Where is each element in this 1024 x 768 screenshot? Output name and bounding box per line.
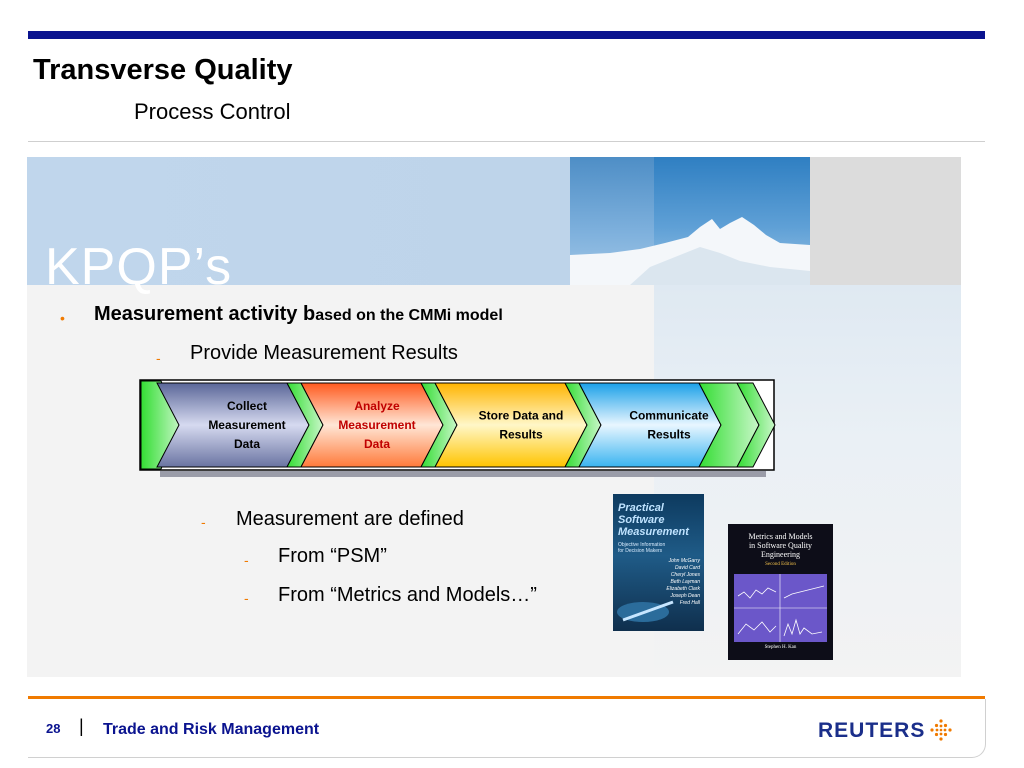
banner-background (27, 157, 570, 285)
banner-heading: KPQP’s (45, 238, 233, 296)
dash-marker: - (201, 514, 206, 530)
footer-box (28, 699, 986, 758)
dash-marker: - (244, 590, 249, 606)
book-metrics-author: Stephen H. Kan (764, 645, 797, 650)
iceberg-image (570, 217, 810, 285)
step-store (434, 382, 588, 468)
top-accent-bar (28, 31, 985, 39)
book-metrics-edition: Second Edition (765, 562, 796, 567)
process-step-label: Analyze (354, 399, 400, 413)
page-number: 28 (46, 721, 61, 736)
process-step-label: Data (234, 437, 260, 451)
process-step-label: Communicate (629, 409, 709, 423)
reuters-logo-icon (930, 719, 952, 741)
sub-bullet-psm: From “PSM” (278, 545, 387, 567)
book-psm-art (617, 600, 674, 622)
book-metrics-figure (734, 574, 827, 642)
process-step-label: Measurement (208, 418, 285, 432)
footer-text: Trade and Risk Management (103, 721, 320, 738)
footer-accent-line (28, 696, 985, 699)
sub-bullet-measurement-defined: Measurement are defined (236, 508, 464, 530)
process-step-label: Data (364, 437, 390, 451)
process-step-label: Measurement (338, 418, 415, 432)
process-step-label: Results (499, 428, 543, 442)
bullet-measurement-activity: Measurement activity based on the CMMi m… (94, 303, 503, 326)
reuters-logo-text: REUTERS (818, 719, 926, 742)
bullet-bold-text: Measurement activity b (94, 303, 316, 325)
bullet-rest-text: ased on the CMMi model (315, 307, 503, 324)
bullet-marker: • (60, 310, 65, 326)
process-step-label: Collect (227, 399, 267, 413)
content-panel: KPQP’s (27, 157, 961, 677)
process-step-label: Results (647, 428, 691, 442)
slide-subtitle: Process Control (134, 99, 291, 124)
green-arrow-end (736, 382, 776, 468)
process-step-label: Store Data and (479, 409, 564, 423)
footer-separator: | (79, 716, 84, 736)
process-shadow (160, 471, 766, 477)
header-divider (28, 141, 985, 142)
sub-bullet-provide-results: Provide Measurement Results (190, 342, 458, 364)
dash-marker: - (244, 552, 249, 568)
dash-marker: - (156, 350, 161, 366)
banner-photo-grey (810, 157, 961, 285)
slide-title: Transverse Quality (33, 54, 293, 86)
sub-bullet-metrics-models: From “Metrics and Models…” (278, 584, 537, 606)
book-metrics-charts (734, 574, 827, 642)
